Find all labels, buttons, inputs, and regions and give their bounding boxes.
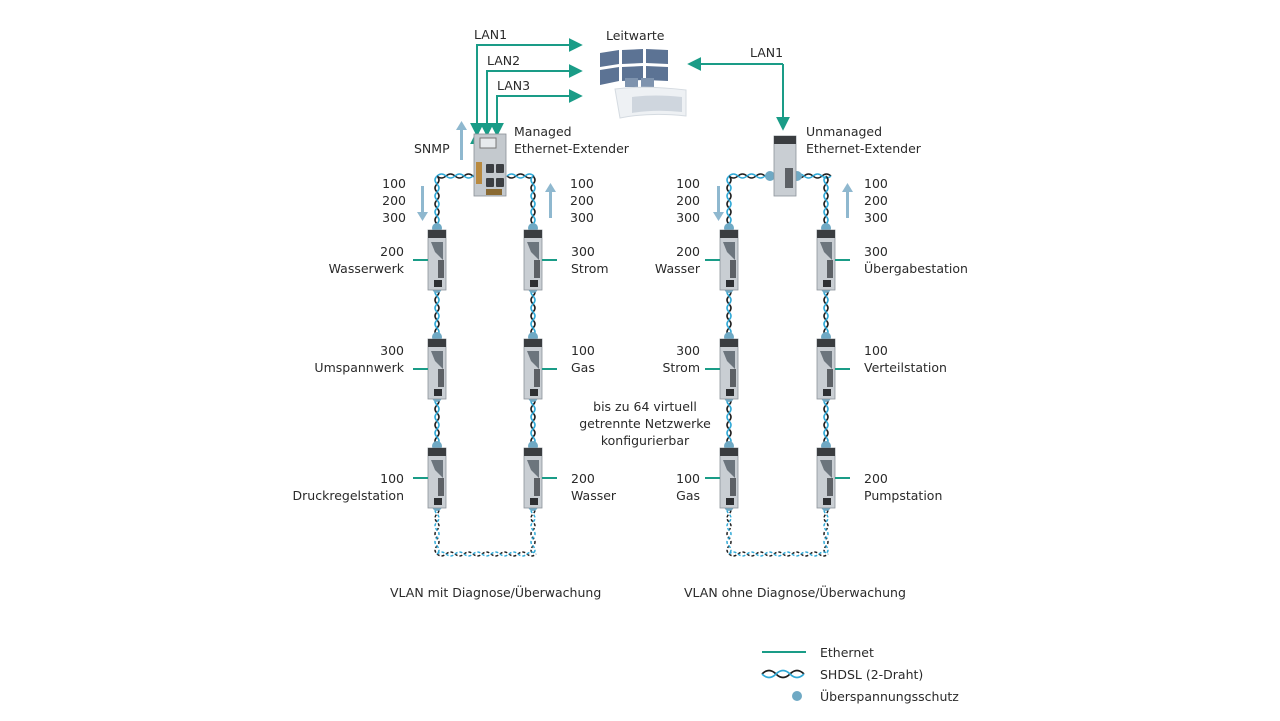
managed-extender-label-1: Managed [514,124,572,139]
shdsl-link [823,505,829,555]
managed-extender-label-2: Ethernet-Extender [514,141,629,156]
vlan-tag: 200 [570,193,594,208]
unmanaged-down-vlans: 100 200 300 [664,175,700,226]
ethernet-extender-device [816,447,850,509]
unmanaged-up-vlans: 100 200 300 [864,175,888,226]
shdsl-link [434,505,440,555]
managed-extender-device [473,133,507,197]
ethernet-extender-device [413,229,447,291]
vlan-tag: 100 [676,176,700,191]
lan-links-managed [470,38,583,145]
legend-graphics [761,651,806,701]
shdsl-link [726,505,732,555]
surge-protection-dot-icon [792,691,802,701]
vlan-tag: 200 [676,193,700,208]
legend-ethernet-label: Ethernet [820,645,874,660]
shdsl-link [728,551,829,557]
vlan-tag: 200 [864,193,888,208]
ethernet-extender-device [523,447,557,509]
ethernet-extender-device [705,229,739,291]
legend-surge-label: Überspannungsschutz [820,689,959,704]
vlan-tag: 100 [570,176,594,191]
managed-down-vlans: 100 200 300 [370,175,406,226]
ethernet-extender-device [816,229,850,291]
surge-protection-dot [765,171,775,181]
shdsl-twisted-pair-icon [761,669,805,679]
ethernet-extender-device [413,338,447,400]
snmp-label: SNMP [414,141,450,156]
ethernet-extender-device [413,447,447,509]
lan3-managed-label: LAN3 [497,78,531,93]
shdsl-link [506,173,535,179]
vlan-tag: 300 [382,210,406,225]
unmanaged-extender-device [773,135,797,197]
vlan-tag: 200 [382,193,406,208]
right-ring-caption: VLAN ohne Diagnose/Überwachung [684,585,906,600]
lan1-unmanaged-label: LAN1 [750,45,784,60]
managed-up-vlans: 100 200 300 [570,175,594,226]
unmanaged-extender-label-1: Unmanaged [806,124,883,139]
vlan-tag: 300 [864,210,888,225]
lan-link-unmanaged [687,57,790,131]
control-room-label: Leitwarte [606,28,665,43]
vlan-tag: 300 [570,210,594,225]
unmanaged-extender-label-2: Ethernet-Extender [806,141,921,156]
lan1-managed-label: LAN1 [474,27,508,42]
direction-arrows [417,121,853,221]
ethernet-extender-device [523,338,557,400]
vlan-tag: 300 [676,210,700,225]
shdsl-link [530,505,536,555]
left-ring-caption: VLAN mit Diagnose/Überwachung [390,585,602,600]
ethernet-extender-device [816,338,850,400]
ethernet-extender-device [705,338,739,400]
shdsl-link [436,551,537,557]
legend-shdsl-label: SHDSL (2-Draht) [820,667,924,682]
lan2-managed-label: LAN2 [487,53,521,68]
control-room-icon [600,49,687,119]
ethernet-extender-device [523,229,557,291]
vlan-tag: 100 [382,176,406,191]
ethernet-extender-device [705,447,739,509]
vlan-tag: 100 [864,176,888,191]
